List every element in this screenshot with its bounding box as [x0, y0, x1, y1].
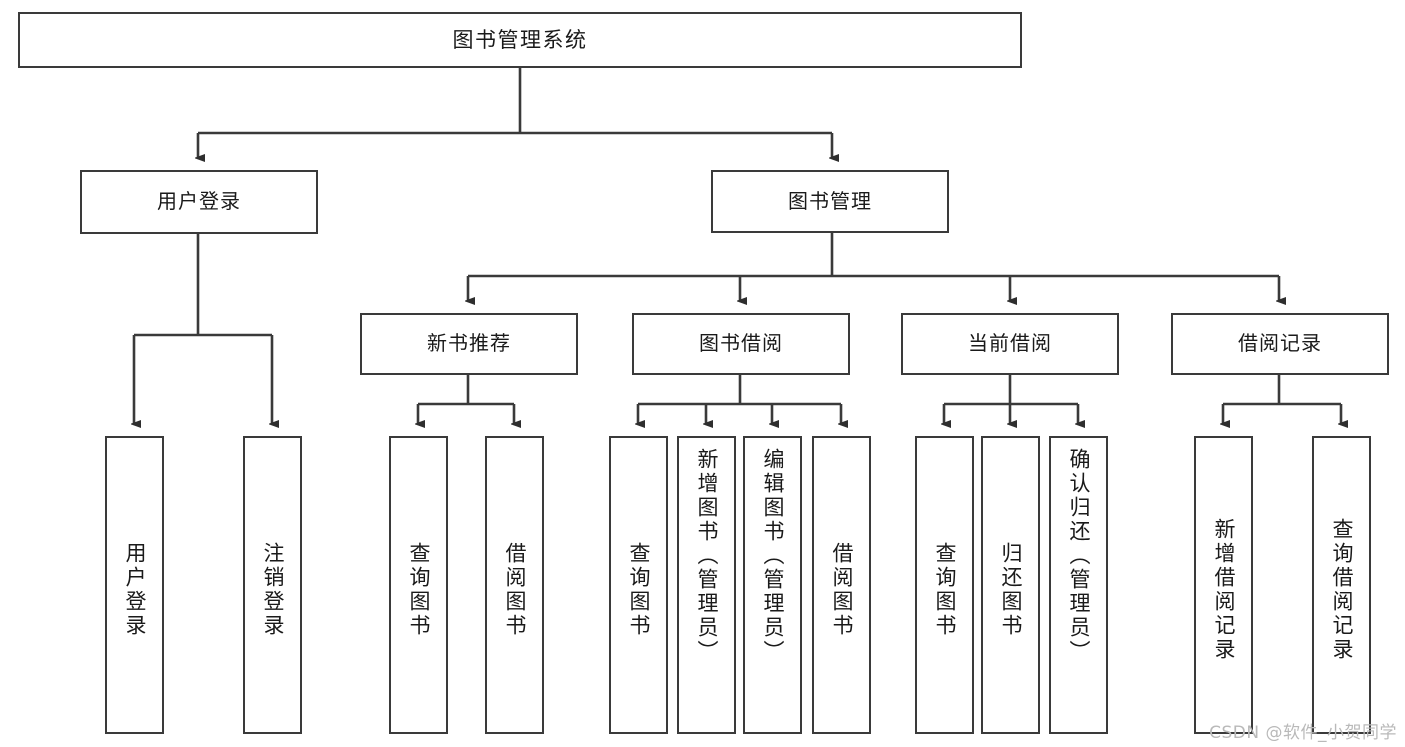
node-borrow-record[interactable]: 借阅记录 — [1171, 313, 1389, 375]
node-label: 图书管理 — [788, 188, 872, 213]
node-label: 确认归还（管理员） — [1067, 448, 1091, 664]
node-leaf-add-record[interactable]: 新增借阅记录 — [1194, 436, 1253, 734]
node-label: 借阅图书 — [503, 542, 527, 638]
node-label: 当前借阅 — [968, 331, 1052, 356]
node-label: 用户登录 — [123, 542, 147, 638]
node-label: 查询借阅记录 — [1330, 518, 1354, 662]
node-leaf-query-record[interactable]: 查询借阅记录 — [1312, 436, 1371, 734]
node-label: 查询图书 — [627, 542, 651, 638]
node-root[interactable]: 图书管理系统 — [18, 12, 1022, 68]
node-leaf-user-logout[interactable]: 注销登录 — [243, 436, 302, 734]
node-leaf-edit-book[interactable]: 编辑图书（管理员） — [743, 436, 802, 734]
node-leaf-user-login[interactable]: 用户登录 — [105, 436, 164, 734]
node-label: 借阅图书 — [830, 542, 854, 638]
node-leaf-query-book-3[interactable]: 查询图书 — [915, 436, 974, 734]
node-label: 新增图书（管理员） — [695, 448, 719, 664]
node-leaf-borrow-book-2[interactable]: 借阅图书 — [812, 436, 871, 734]
node-label: 归还图书 — [999, 542, 1023, 638]
node-new-book-rec[interactable]: 新书推荐 — [360, 313, 578, 375]
node-label: 新书推荐 — [427, 331, 511, 356]
node-label: 新增借阅记录 — [1212, 518, 1236, 662]
node-label: 图书管理系统 — [452, 27, 588, 52]
node-label: 图书借阅 — [699, 331, 783, 356]
node-book-mgmt[interactable]: 图书管理 — [711, 170, 949, 233]
node-leaf-query-book-2[interactable]: 查询图书 — [609, 436, 668, 734]
node-label: 查询图书 — [933, 542, 957, 638]
node-label: 注销登录 — [261, 542, 285, 638]
node-leaf-borrow-book-1[interactable]: 借阅图书 — [485, 436, 544, 734]
node-label: 编辑图书（管理员） — [761, 448, 785, 664]
node-user-login[interactable]: 用户登录 — [80, 170, 318, 234]
node-leaf-add-book[interactable]: 新增图书（管理员） — [677, 436, 736, 734]
node-label: 借阅记录 — [1238, 331, 1322, 356]
node-label: 用户登录 — [157, 189, 241, 214]
node-leaf-confirm-return[interactable]: 确认归还（管理员） — [1049, 436, 1108, 734]
watermark: CSDN @软件_小贺同学 — [1209, 723, 1397, 743]
node-label: 查询图书 — [407, 542, 431, 638]
node-leaf-query-book-1[interactable]: 查询图书 — [389, 436, 448, 734]
node-current-borrow[interactable]: 当前借阅 — [901, 313, 1119, 375]
node-book-borrow[interactable]: 图书借阅 — [632, 313, 850, 375]
node-leaf-return-book[interactable]: 归还图书 — [981, 436, 1040, 734]
